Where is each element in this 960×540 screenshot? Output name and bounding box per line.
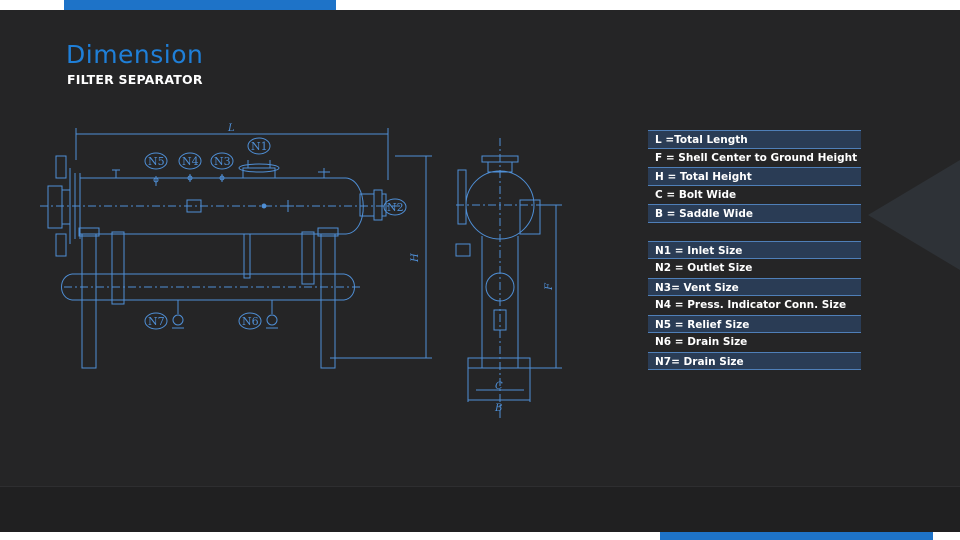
- legend-row-n7: N7= Drain Size: [648, 351, 861, 370]
- drains: [172, 300, 278, 329]
- balloon-n2: N2: [387, 201, 404, 214]
- legend-row-n3: N3= Vent Size: [648, 277, 861, 296]
- nozzle-n2: [359, 189, 387, 221]
- label-b: B: [494, 403, 502, 414]
- legend-row-l: L =Total Length: [648, 130, 861, 149]
- top-nozzles: [112, 168, 330, 186]
- footer-strip: [0, 486, 960, 532]
- balloon-n5: N5: [148, 155, 165, 168]
- legend-spacer: [648, 223, 861, 241]
- top-accent-bar: [64, 0, 336, 10]
- balloon-n3: N3: [214, 155, 231, 168]
- legend-row-n4: N4 = Press. Indicator Conn. Size: [655, 299, 847, 311]
- label-l: L: [227, 123, 235, 134]
- bottom-accent-bar: [660, 532, 933, 540]
- balloon-n1: N1: [251, 140, 268, 153]
- slide-subtitle: FILTER SEPARATOR: [67, 72, 203, 87]
- legend-row-n2: N2 = Outlet Size: [655, 262, 753, 274]
- decorative-triangle: [868, 160, 960, 270]
- label-c: C: [495, 381, 503, 392]
- legend-row-c: C = Bolt Wide: [655, 188, 737, 201]
- legend-row-n1: N1 = Inlet Size: [648, 240, 861, 259]
- filter-separator-drawing: L H: [40, 123, 562, 420]
- legend-row-b: B = Saddle Wide: [648, 204, 861, 223]
- legend-row-n6: N6 = Drain Size: [655, 336, 748, 348]
- label-f: F: [544, 282, 555, 291]
- legend: L =Total Length F = Shell Center to Grou…: [648, 130, 861, 370]
- side-view: F C B: [455, 138, 562, 420]
- legend-row-f: F = Shell Center to Ground Height: [655, 151, 858, 164]
- legs: [78, 227, 339, 369]
- dimension-h: H: [330, 155, 432, 359]
- dimension-l: L: [75, 123, 389, 180]
- slide-title: Dimension: [66, 40, 204, 69]
- main-shell: [40, 155, 400, 257]
- balloon-n4: N4: [182, 155, 199, 168]
- lower-shell: [61, 273, 360, 301]
- balloon-n6: N6: [242, 315, 259, 328]
- balloon-n7: N7: [148, 315, 165, 328]
- label-h: H: [410, 253, 421, 263]
- legend-row-n5: N5 = Relief Size: [648, 314, 861, 333]
- nozzle-n1: [238, 160, 280, 178]
- slide: Dimension FILTER SEPARATOR L H: [0, 10, 960, 532]
- legend-row-h: H = Total Height: [648, 167, 861, 186]
- nozzle-balloons: N1 N2 N3 N4 N5 N6 N7: [144, 137, 407, 330]
